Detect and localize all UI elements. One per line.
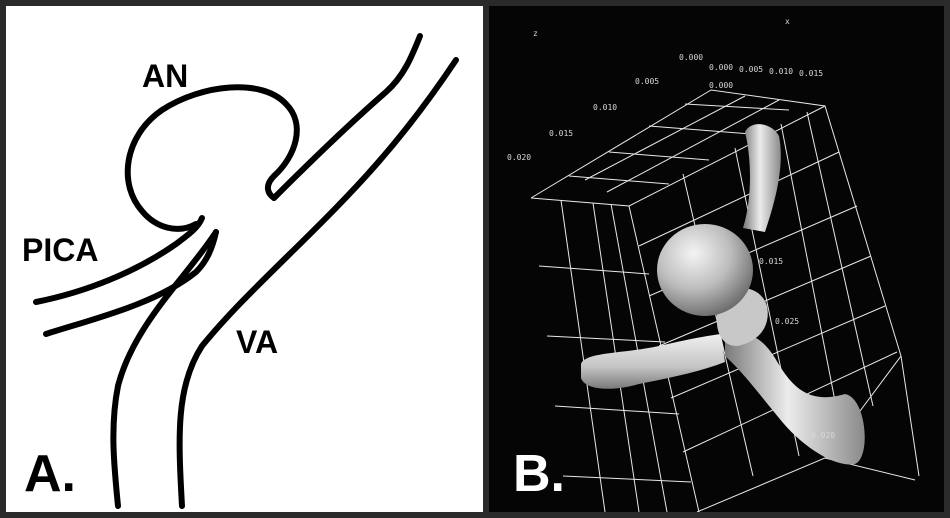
panel-a-schematic: AN PICA VA A.: [6, 6, 483, 512]
tick-label: 0.015: [759, 258, 783, 266]
panel-b-3d-render: z x 0.000 0.005 0.010 0.015 0.020 0.000 …: [489, 6, 944, 512]
tick-label: 0.005: [739, 66, 763, 74]
label-pica: PICA: [22, 234, 98, 266]
axis-name-x: x: [785, 18, 790, 26]
aneurysm-outline: [128, 87, 297, 229]
panel-letter-a: A.: [24, 448, 76, 500]
axis-name-z: z: [533, 30, 538, 38]
tick-label: 0.010: [593, 104, 617, 112]
label-va: VA: [236, 326, 278, 358]
tick-label: 0.010: [769, 68, 793, 76]
tick-label: 0.015: [549, 130, 573, 138]
tick-label: 0.000: [709, 82, 733, 90]
vessel-surface: [581, 124, 865, 464]
tick-label: 0.005: [635, 78, 659, 86]
va-right-wall: [180, 60, 456, 506]
tick-label: 0.000: [679, 54, 703, 62]
tick-label: 0.020: [811, 432, 835, 440]
tick-label: 0.015: [799, 70, 823, 78]
panel-letter-b: B.: [513, 448, 565, 500]
label-an: AN: [142, 60, 188, 92]
tick-label: 0.025: [775, 318, 799, 326]
tick-label: 0.000: [709, 64, 733, 72]
tick-label: 0.020: [507, 154, 531, 162]
